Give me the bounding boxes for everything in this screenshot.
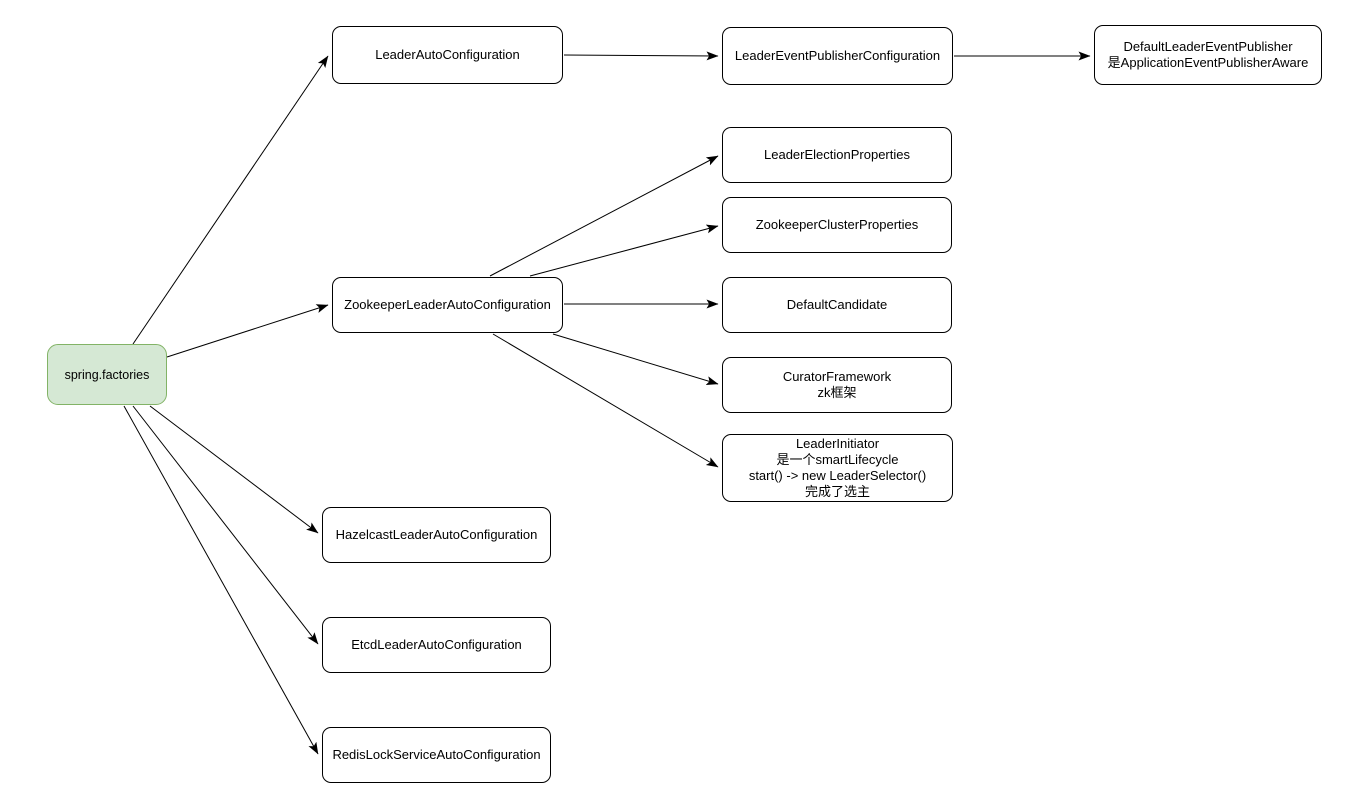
node-default-leader-event-publisher: DefaultLeaderEventPublisher 是Application… (1094, 25, 1322, 85)
node-zookeeper-cluster-properties-label: ZookeeperClusterProperties (755, 217, 919, 232)
node-hazelcast-leader-auto-configuration-label: HazelcastLeaderAutoConfiguration (335, 527, 538, 542)
node-leader-election-properties: LeaderElectionProperties (722, 127, 952, 183)
node-curator-framework-line-2: zk框架 (817, 385, 857, 400)
node-leader-initiator-line-1: LeaderInitiator (795, 436, 880, 451)
node-leader-initiator-line-2: 是一个smartLifecycle (776, 452, 899, 467)
node-leader-election-properties-label: LeaderElectionProperties (764, 147, 910, 162)
edge-zookeeper-to-zookeeper-cluster-properties (529, 224, 719, 277)
edge-spring-factories-to-redis-lock-service-auto-configuration (123, 405, 319, 755)
node-leader-auto-configuration-label: LeaderAutoConfiguration (375, 47, 520, 62)
node-hazelcast-leader-auto-configuration: HazelcastLeaderAutoConfiguration (322, 507, 551, 563)
edge-zookeeper-to-leader-election-properties (489, 155, 719, 277)
node-etcd-leader-auto-configuration: EtcdLeaderAutoConfiguration (322, 617, 551, 673)
node-leader-initiator-line-3: start() -> new LeaderSelector() (748, 468, 927, 483)
node-leader-auto-configuration: LeaderAutoConfiguration (332, 26, 563, 84)
node-redis-lock-service-auto-configuration: RedisLockServiceAutoConfiguration (322, 727, 551, 783)
edge-spring-factories-to-leader-auto-configuration (132, 55, 329, 345)
node-default-leader-event-publisher-line-2: 是ApplicationEventPublisherAware (1107, 55, 1309, 70)
node-curator-framework-line-1: CuratorFramework (782, 369, 892, 384)
node-leader-event-publisher-configuration: LeaderEventPublisherConfiguration (722, 27, 953, 85)
node-default-candidate-label: DefaultCandidate (786, 297, 888, 312)
edge-zookeeper-to-curator-framework (552, 333, 719, 385)
edge-spring-factories-to-zookeeper-leader-auto-configuration (166, 304, 329, 358)
node-spring-factories: spring.factories (47, 344, 167, 405)
edge-spring-factories-to-etcd-leader-auto-configuration (132, 405, 319, 645)
node-zookeeper-cluster-properties: ZookeeperClusterProperties (722, 197, 952, 253)
node-redis-lock-service-auto-configuration-label: RedisLockServiceAutoConfiguration (332, 747, 541, 762)
node-etcd-leader-auto-configuration-label: EtcdLeaderAutoConfiguration (351, 637, 522, 652)
node-leader-event-publisher-configuration-label: LeaderEventPublisherConfiguration (734, 48, 941, 63)
node-spring-factories-label: spring.factories (64, 367, 150, 382)
edge-zookeeper-to-leader-initiator (492, 333, 719, 468)
edge-spring-factories-to-hazelcast-leader-auto-configuration (149, 405, 319, 534)
edge-leader-auto-configuration-to-leader-event-publisher-configuration (563, 51, 719, 61)
node-leader-initiator-line-4: 完成了选主 (804, 484, 870, 499)
node-leader-initiator: LeaderInitiator 是一个smartLifecycle start(… (722, 434, 953, 502)
node-curator-framework: CuratorFramework zk框架 (722, 357, 952, 413)
node-zookeeper-leader-auto-configuration: ZookeeperLeaderAutoConfiguration (332, 277, 563, 333)
node-zookeeper-leader-auto-configuration-label: ZookeeperLeaderAutoConfiguration (344, 297, 551, 312)
node-default-candidate: DefaultCandidate (722, 277, 952, 333)
node-default-leader-event-publisher-line-1: DefaultLeaderEventPublisher (1123, 39, 1293, 54)
